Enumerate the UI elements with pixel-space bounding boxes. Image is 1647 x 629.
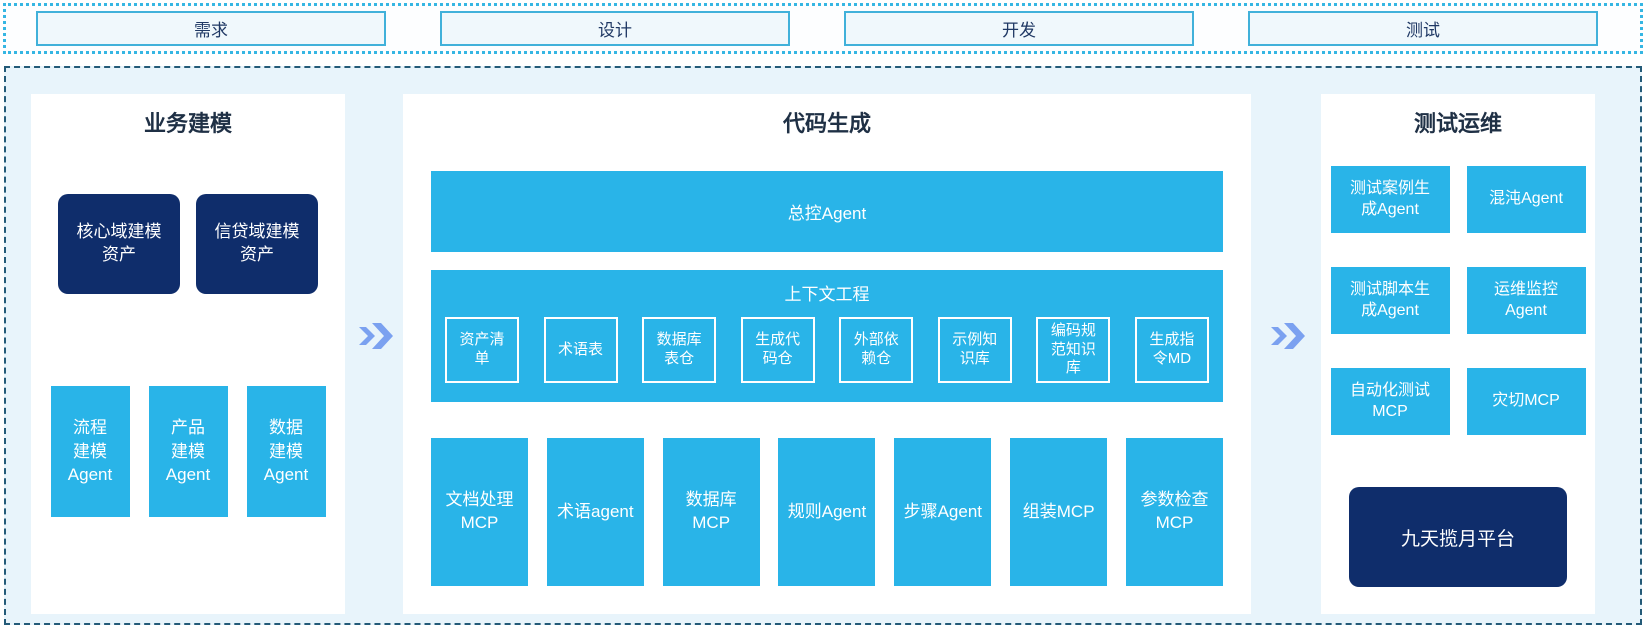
ops-box-automated-test-mcp: 自动化测试 MCP — [1330, 368, 1450, 435]
ops-box-test-case-gen-agent: 测试案例生 成Agent — [1330, 166, 1450, 233]
ops-box-ops-monitoring-agent: 运维监控 Agent — [1466, 267, 1586, 334]
context-item-asset-list: 资产清 单 — [445, 317, 519, 383]
business-modeling-title: 业务建模 — [143, 111, 232, 136]
business-modeling-panel: 业务建模 核心域建模 资产 信贷域建模 资产 流程 建模 Agent 产品 建模… — [31, 94, 345, 614]
modeling-agent-row: 流程 建模 Agent 产品 建模 Agent 数据 建模 Agent — [31, 386, 345, 517]
test-ops-panel: 测试运维 测试案例生 成Agent 混沌Agent 测试脚本生 成Agent 运… — [1321, 94, 1595, 614]
tool-box-rule-agent: 规则Agent — [778, 438, 876, 586]
code-generation-content: 总控Agent 上下文工程 资产清 单 术语表 数据库 表仓 生成代 码仓 外部… — [403, 171, 1251, 586]
phase-box-development: 开发 — [844, 11, 1194, 46]
tools-row: 文档处理 MCP 术语agent 数据库 MCP 规则Agent 步骤Agent… — [431, 438, 1223, 586]
code-generation-panel: 代码生成 总控Agent 上下文工程 资产清 单 术语表 数据库 表仓 生成代 … — [403, 94, 1251, 614]
asset-row: 核心域建模 资产 信贷域建模 资产 — [31, 194, 345, 294]
context-item-external-deps-repo: 外部依 赖仓 — [839, 317, 914, 383]
phase-strip: 需求 设计 开发 测试 — [3, 3, 1643, 54]
phase-box-design: 设计 — [440, 11, 790, 46]
asset-box-core-domain: 核心域建模 资产 — [58, 194, 180, 294]
master-agent-bar: 总控Agent — [431, 171, 1223, 252]
ops-box-test-script-gen-agent: 测试脚本生 成Agent — [1330, 267, 1450, 334]
asset-box-credit-domain: 信贷域建模 资产 — [196, 194, 318, 294]
agent-box-data-modeling: 数据 建模 Agent — [246, 386, 326, 517]
context-item-glossary: 术语表 — [543, 317, 618, 383]
context-engineering-title: 上下文工程 — [784, 285, 870, 304]
context-engineering-panel: 上下文工程 资产清 单 术语表 数据库 表仓 生成代 码仓 外部依 赖仓 示例知… — [431, 270, 1223, 402]
double-chevron-right-icon — [1271, 323, 1305, 349]
ops-box-chaos-agent: 混沌Agent — [1466, 166, 1586, 233]
test-ops-title: 测试运维 — [1413, 111, 1502, 136]
context-item-db-table-repo: 数据库 表仓 — [642, 317, 717, 383]
tool-box-doc-processing-mcp: 文档处理 MCP — [431, 438, 528, 586]
code-generation-title: 代码生成 — [782, 111, 871, 136]
phase-box-testing: 测试 — [1248, 11, 1598, 46]
context-item-gen-code-repo: 生成代 码仓 — [740, 317, 815, 383]
context-items-row: 资产清 单 术语表 数据库 表仓 生成代 码仓 外部依 赖仓 示例知 识库 编码… — [445, 317, 1209, 383]
phase-box-requirements: 需求 — [36, 11, 386, 46]
tool-box-glossary-agent: 术语agent — [546, 438, 644, 586]
ops-box-disaster-switch-mcp: 灾切MCP — [1466, 368, 1586, 435]
agent-box-product-modeling: 产品 建模 Agent — [148, 386, 228, 517]
platform-box-jiutian-lanyue: 九天揽月平台 — [1349, 487, 1567, 587]
context-item-example-kb: 示例知 识库 — [937, 317, 1012, 383]
agent-box-process-modeling: 流程 建模 Agent — [50, 386, 130, 517]
context-item-gen-instruction-md: 生成指 令MD — [1134, 317, 1209, 383]
tool-box-param-check-mcp: 参数检查 MCP — [1125, 438, 1223, 586]
double-chevron-right-icon — [359, 323, 393, 349]
tool-box-database-mcp: 数据库 MCP — [662, 438, 760, 586]
main-container: 业务建模 核心域建模 资产 信贷域建模 资产 流程 建模 Agent 产品 建模… — [4, 66, 1642, 625]
context-item-coding-standard-kb: 编码规 范知识 库 — [1036, 317, 1111, 383]
tool-box-assembly-mcp: 组装MCP — [1010, 438, 1108, 586]
tool-box-step-agent: 步骤Agent — [894, 438, 992, 586]
ops-grid: 测试案例生 成Agent 混沌Agent 测试脚本生 成Agent 运维监控 A… — [1321, 166, 1595, 435]
